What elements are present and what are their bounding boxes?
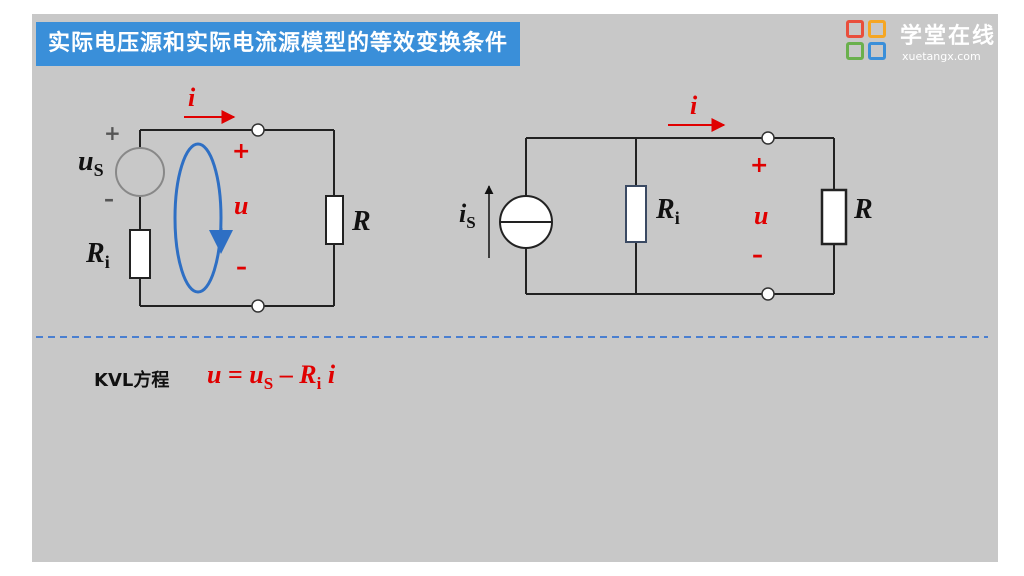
- eq-lhs: u: [207, 360, 222, 389]
- source-current-var: i: [459, 199, 467, 228]
- internal-resistor: [129, 229, 151, 279]
- logo-text-cn: 学堂在线: [900, 24, 997, 49]
- internal-res-var: R: [85, 238, 105, 269]
- terminal-top-left: [251, 123, 265, 137]
- parallel-resistor: [625, 185, 647, 243]
- logo-grid-icon: [846, 20, 890, 64]
- voltage-source-symbol: [115, 147, 165, 197]
- logo-text-en: xuetangx.com: [902, 50, 981, 63]
- load-label-right: R: [853, 194, 873, 225]
- xuetangx-logo[interactable]: 学堂在线 xuetangx.com: [846, 18, 1016, 68]
- source-minus: –: [104, 187, 114, 211]
- parallel-res-sub: i: [675, 208, 680, 228]
- current-label-left: i: [188, 83, 196, 112]
- eq-us: u: [249, 360, 264, 389]
- terminal-plus-left: +: [232, 139, 250, 164]
- eq-r-sub: i: [316, 374, 322, 394]
- source-voltage-label: uS: [78, 146, 104, 180]
- kvl-label: KVL方程: [94, 370, 170, 391]
- load-label-left: R: [351, 206, 371, 237]
- source-current-label: iS: [459, 199, 476, 232]
- load-resistor-left: [325, 195, 344, 245]
- current-label-right: i: [690, 91, 698, 120]
- internal-res-sub: i: [105, 252, 110, 272]
- terminal-top-right: [761, 131, 775, 145]
- terminal-minus-left: –: [236, 255, 247, 280]
- eq-i: i: [321, 360, 336, 389]
- terminal-minus-right: –: [752, 243, 763, 268]
- slide-background: [32, 14, 998, 562]
- terminal-voltage-label: u: [754, 201, 768, 230]
- terminal-bottom-right: [761, 287, 775, 301]
- kvl-equation: u = uS – Ri i: [207, 360, 335, 394]
- source-current-sub: S: [466, 213, 475, 232]
- eq-us-sub: S: [263, 374, 274, 394]
- eq-minus: –: [273, 360, 300, 389]
- source-plus: +: [104, 121, 121, 145]
- source-voltage-var: u: [78, 146, 94, 177]
- eq-equals: =: [221, 360, 250, 389]
- kvl-loop: [173, 142, 223, 294]
- slide-title: 实际电压源和实际电流源模型的等效变换条件: [36, 22, 521, 66]
- eq-r: R: [299, 360, 317, 389]
- terminal-plus-right: +: [750, 153, 768, 178]
- source-voltage-sub: S: [94, 160, 104, 180]
- parallel-resistor-label: Ri: [655, 194, 680, 228]
- parallel-res-var: R: [655, 194, 675, 225]
- right-circuit: [525, 137, 835, 295]
- left-circuit: [139, 129, 335, 307]
- load-resistor-right: [820, 188, 848, 246]
- loop-voltage-label: u: [234, 191, 248, 220]
- terminal-bottom-left: [251, 299, 265, 313]
- internal-resistor-label: Ri: [85, 238, 110, 272]
